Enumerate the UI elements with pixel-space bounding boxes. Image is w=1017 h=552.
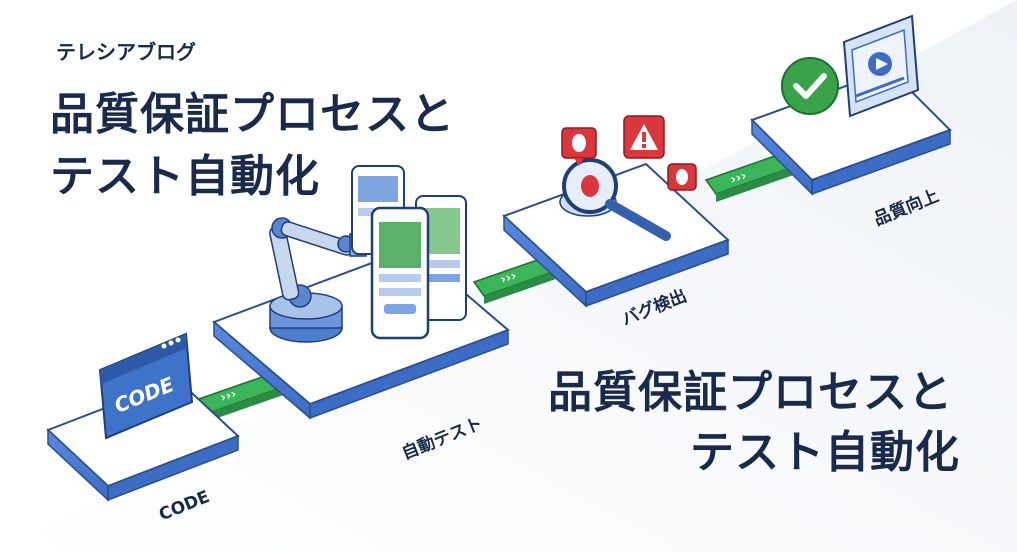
phone-screens-icon [351, 165, 467, 340]
code-window-icon: CODE [98, 332, 194, 440]
robot-arm-icon [269, 217, 367, 343]
subtitle-line1: 品質保証プロセスと [548, 367, 953, 418]
alert-bubble-icon [561, 127, 597, 166]
page-title-line1: 品質保証プロセスと [50, 89, 455, 140]
svg-text:›››: ››› [499, 269, 519, 288]
bug-bubble-icon [667, 163, 697, 191]
magnifier-bug-icon [559, 158, 671, 241]
page-title-line2: テスト自動化 [50, 151, 320, 202]
svg-text:›››: ››› [219, 387, 239, 406]
subtitle-line2: テスト自動化 [690, 427, 960, 478]
blog-name: テレシアブログ [56, 40, 196, 64]
video-screen-icon [842, 14, 920, 118]
check-circle-icon [781, 57, 839, 115]
warning-triangle-icon [623, 115, 665, 159]
svg-text:›››: ››› [729, 169, 749, 188]
platform-bug-detect [502, 162, 730, 308]
